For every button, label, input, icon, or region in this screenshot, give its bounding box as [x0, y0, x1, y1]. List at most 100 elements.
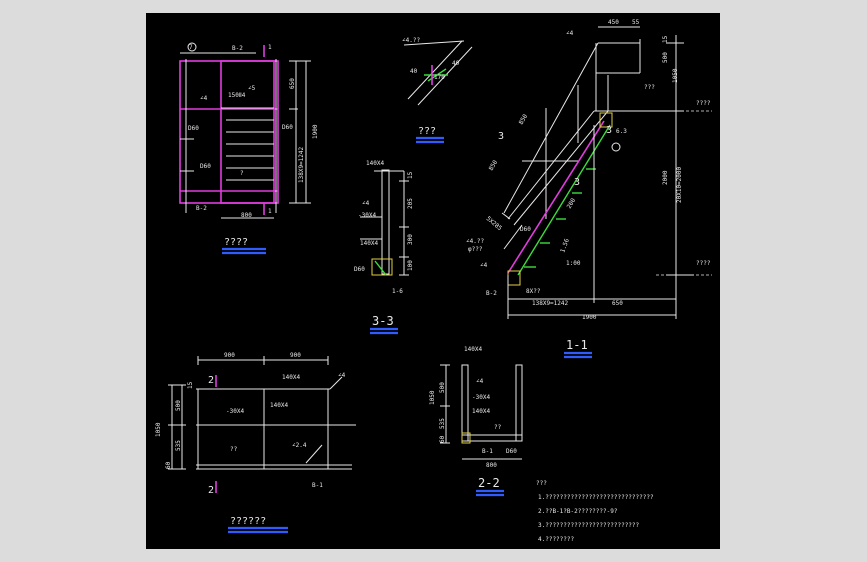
sec33-d3: 300: [407, 234, 414, 245]
plan-label-dbo3: D60: [200, 163, 211, 170]
sec33-d: 140X4: [360, 240, 378, 247]
sec2-f: ∠2.4: [292, 442, 307, 449]
sec2-b: -30X4: [226, 408, 244, 415]
sec11-l1: ∠4: [566, 30, 574, 37]
sec2-title: ??????: [230, 516, 266, 527]
notes-n4: 4.????????: [538, 536, 575, 543]
sec2-h: 1050: [155, 422, 162, 437]
sec11-c5: 3: [574, 177, 580, 188]
cad-drawing-canvas: B-2 B-2 ∠4 ∠5 150Ⅱ4 D60 D60 D60 ? 7 1 1 …: [146, 13, 720, 549]
plan-dim-800: 800: [241, 212, 252, 219]
sec2-e: ??: [230, 446, 238, 453]
plan-mark-1: 1: [268, 44, 272, 51]
plan-callout-circle: [187, 42, 197, 52]
plan-label-b2b: B-2: [196, 205, 207, 212]
plan-label-b2: B-2: [232, 45, 243, 52]
sec22-title: 2-2: [478, 476, 500, 490]
plan-label-tube: 150Ⅱ4: [228, 92, 246, 99]
sec33-c: -30X4: [358, 212, 376, 219]
sec33-d4: 100: [407, 260, 414, 271]
sec11-b2: B-2: [486, 290, 497, 297]
sec22-c: -30X4: [472, 394, 490, 401]
sec11-d60: D60: [520, 226, 531, 233]
sec11-c2: 6.3: [616, 128, 627, 135]
sec11-ang: 1.56: [559, 237, 571, 253]
sec11-c4: 3: [606, 125, 612, 136]
sec33-stringer: [371, 258, 393, 276]
notes-n2: 2.??B-1?B-2????????-9?: [538, 508, 618, 515]
plan-dim-1900: 1900: [312, 124, 319, 139]
section-2-2: 140X4 ∠4 -30X4 140X4 ?? B-1 D60 800 1050…: [429, 346, 523, 497]
sec22-post-right: [515, 364, 523, 442]
sec11-l2: ∠4.??: [466, 238, 484, 245]
sec11-title: 1-1: [566, 338, 588, 352]
sec11-bot3: 650: [612, 300, 623, 307]
detail-b: 40: [410, 68, 418, 75]
sec2-g: B-1: [312, 482, 323, 489]
sec33-a: 140X4: [366, 160, 384, 167]
sec11-r1: 15: [662, 35, 669, 43]
detail-title: ???: [418, 126, 436, 137]
sec33-d2: 205: [407, 198, 414, 209]
sec11-s1: 5X285: [485, 215, 504, 232]
sec11-r4: 2000: [662, 170, 669, 185]
notes-n3: 3.??????????????????????????: [538, 522, 640, 529]
sec11-c1: ???: [644, 84, 655, 91]
sec22-bracket: [461, 432, 471, 444]
section-2-elevation: 900 900 2 2 140X4 -30X4 140X4 ∠4 ?? ∠2.4…: [155, 352, 356, 534]
sec33-title: 3-3: [372, 314, 394, 328]
sec2-v3: 535: [175, 440, 182, 451]
sec11-top-bracket: [599, 112, 613, 128]
sec22-a: 140X4: [464, 346, 482, 353]
plan-dim-650: 650: [289, 78, 296, 89]
sec2-c: 140X4: [270, 402, 288, 409]
sec22-g: D60: [506, 448, 517, 455]
sec2-d900a: 900: [224, 352, 235, 359]
detail-d: 170: [434, 74, 445, 81]
sec33-d1: 15: [407, 171, 414, 179]
sec11-r3: 1050: [672, 68, 679, 83]
plan-label-dbo: D60: [282, 124, 293, 131]
sec2-v1: 15: [187, 381, 194, 389]
drawing-svg: B-2 B-2 ∠4 ∠5 150Ⅱ4 D60 D60 D60 ? 7 1 1 …: [155, 19, 712, 543]
detail-a: ∠4.??: [402, 37, 420, 44]
sec2-v4: 60: [165, 461, 172, 469]
sec33-f: 1-6: [392, 288, 403, 295]
sec11-bot2: 138X9=1242: [532, 300, 569, 307]
sec22-f: B-1: [482, 448, 493, 455]
sec2-a: 140X4: [282, 374, 300, 381]
sec11-top2: 55: [632, 19, 640, 26]
plan-title: ????: [224, 237, 248, 248]
sec11-s2: 200: [566, 197, 578, 210]
sec11-ang2: 1:00: [566, 260, 581, 267]
sec11-l3: φ???: [468, 246, 483, 253]
sec22-v1: 1050: [429, 390, 436, 405]
plan-mark-1b: 1: [268, 208, 272, 215]
sec22-post-left: [461, 364, 469, 442]
detail-small: ∠4.?? 40 40 170 ???: [402, 37, 473, 144]
sec11-foot: [507, 270, 521, 286]
sec2-v2: 500: [175, 400, 182, 411]
section-3-3: 140X4 ∠4 -30X4 140X4 D60 1-6 15 205 300 …: [354, 160, 414, 335]
sec11-r5: 20X10=2000: [676, 166, 683, 203]
sec11-callout-circle: [611, 142, 621, 152]
sec11-l4: ∠4: [480, 262, 488, 269]
sec22-b: ∠4: [476, 378, 484, 385]
plan-label-l45b: ∠5: [248, 85, 256, 92]
plan-dim-1242: 138X9=1242: [298, 146, 305, 183]
sec22-e: ??: [494, 424, 502, 431]
sec22-h: 800: [486, 462, 497, 469]
sec11-lvl2: ????: [696, 260, 711, 267]
sec11-bot1: 8X??: [526, 288, 541, 295]
plan-label-dbo2: D60: [188, 125, 199, 132]
sec2-d900b: 900: [290, 352, 301, 359]
sec2-markb: 2: [208, 485, 214, 496]
sec33-e: D60: [354, 266, 365, 273]
sec2-d: ∠4: [338, 372, 346, 379]
detail-c: 40: [452, 60, 460, 67]
sec11-w2: 850: [488, 159, 500, 172]
notes-n1: 1.??????????????????????????????: [538, 494, 654, 501]
sec33-post: [381, 169, 390, 275]
sec2-mark: 2: [208, 375, 214, 386]
sec11-c3: 3: [498, 131, 504, 142]
